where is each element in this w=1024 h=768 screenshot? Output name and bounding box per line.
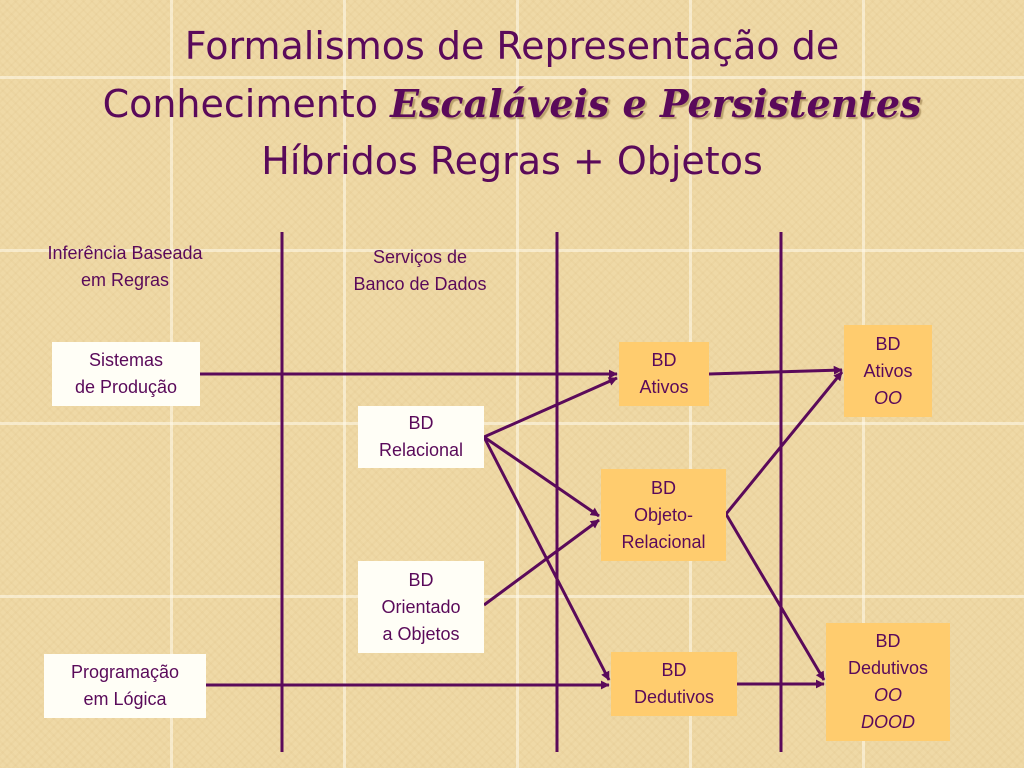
node-text: Orientado — [381, 596, 461, 617]
arrow-relacional-to-objeto-relacional — [483, 435, 600, 518]
node-text: BD — [661, 660, 687, 680]
header-servicos-line-1: Serviços de — [372, 247, 468, 267]
node-text: de Produção — [74, 377, 178, 397]
node-text: Objeto- — [633, 504, 694, 525]
title-emphasis: Escaláveis e Persistentes — [390, 81, 922, 126]
node-text: OO — [873, 387, 902, 408]
arrow-orientado-to-objeto-relacional — [483, 518, 600, 607]
node-text: em Lógica — [83, 689, 167, 709]
node-bd-ativos: BD Ativos — [619, 342, 709, 406]
node-text: Dedutivos — [847, 658, 929, 678]
node-text: Relacional — [621, 531, 706, 552]
arrow-bd-ativos-to-bd-ativos-oo — [708, 365, 843, 376]
header-inferencia-line-1: Inferência Baseada — [47, 243, 203, 263]
node-text: OO — [873, 685, 902, 705]
node-bd-dedutivos: BD Dedutivos — [611, 652, 737, 716]
arrow-objeto-relacional-to-bd-dedutivos-oo — [724, 513, 826, 681]
node-sistemas-producao: Sistemas de Produção — [52, 342, 200, 406]
node-text: BD — [875, 631, 901, 651]
node-text: Programação — [70, 662, 180, 682]
header-servicos-bd: Serviços de Banco de Dados — [320, 244, 520, 298]
node-text: BD — [651, 350, 677, 370]
node-bd-orientado-objetos: BD Orientado a Objetos — [358, 561, 484, 653]
node-bd-objeto-relacional: BD Objeto- Relacional — [601, 469, 726, 561]
title-line-3: Híbridos Regras + Objetos — [261, 139, 763, 183]
node-text: BD — [408, 413, 434, 433]
node-text: Sistemas — [88, 350, 163, 370]
header-servicos-line-2: Banco de Dados — [353, 274, 487, 294]
node-text: BD — [875, 333, 901, 354]
node-text: BD — [408, 569, 434, 590]
node-text: Ativos — [863, 360, 913, 381]
header-inferencia-line-2: em Regras — [80, 270, 170, 290]
title-line-2: Conhecimento Escaláveis e Persistentes — [0, 75, 1024, 133]
node-text: a Objetos — [382, 623, 460, 644]
node-text: Ativos — [639, 377, 689, 397]
node-bd-relacional: BD Relacional — [358, 406, 484, 468]
slide-title: Formalismos de Representação de Conhecim… — [0, 18, 1024, 190]
node-bd-ativos-oo: BD Ativos OO — [844, 325, 932, 417]
node-text: Dedutivos — [633, 687, 715, 707]
node-text: BD — [650, 477, 676, 498]
node-programacao-logica: Programação em Lógica — [44, 654, 206, 718]
node-text: DOOD — [860, 712, 915, 732]
node-bd-dedutivos-oo: BD Dedutivos OO DOOD — [826, 623, 950, 741]
header-inferencia: Inferência Baseada em Regras — [15, 240, 235, 294]
title-line-2-prefix: Conhecimento — [102, 82, 391, 126]
node-text: Relacional — [378, 440, 464, 460]
title-line-1: Formalismos de Representação de — [184, 24, 840, 68]
arrow-relacional-to-bd-ativos — [483, 376, 618, 439]
arrow-objeto-relacional-to-bd-ativos-oo — [724, 371, 844, 515]
